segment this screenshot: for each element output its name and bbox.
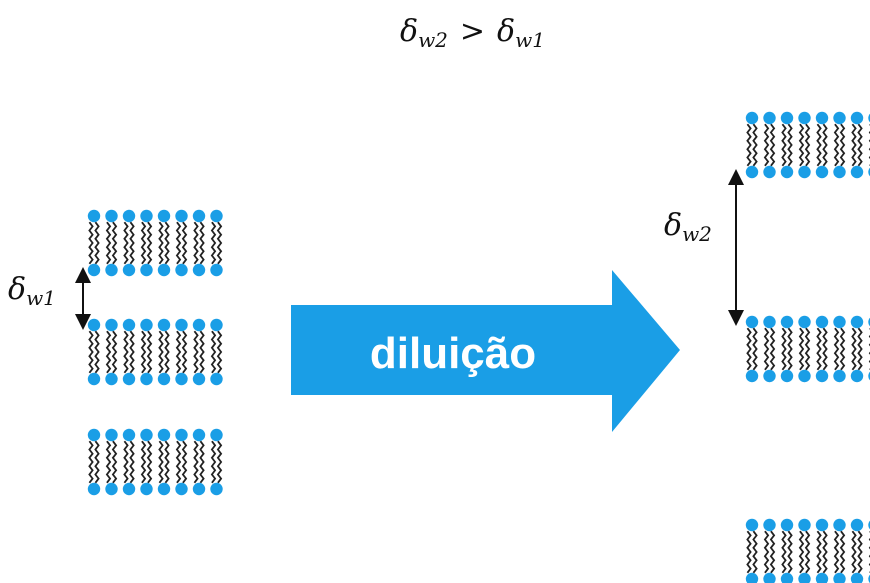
delta-w1-label: δw1 <box>8 272 56 310</box>
dilution-arrow-label: diluição <box>370 329 536 378</box>
bilayer-left-1 <box>87 209 223 277</box>
bilayer-right-2 <box>745 315 870 383</box>
title-right-subscript: w1 <box>515 28 545 52</box>
bilayer-left-3 <box>87 428 223 496</box>
delta-w2-symbol: δ <box>664 208 683 243</box>
bilayer-right-1 <box>745 111 870 179</box>
bilayer-group <box>87 111 870 583</box>
title-left-symbol: δ <box>400 14 419 49</box>
delta-w2-label: δw2 <box>664 208 712 246</box>
dilution-arrow-shape <box>291 270 680 432</box>
bilayer-left-2 <box>87 318 223 386</box>
bilayer-right-3 <box>745 518 870 583</box>
delta-w2-subscript: w2 <box>682 222 712 246</box>
title-right-symbol: δ <box>497 14 516 49</box>
title-left-subscript: w2 <box>418 28 448 52</box>
delta-w1-subscript: w1 <box>26 286 56 310</box>
diagram-title: δw2>δw1 <box>400 14 545 52</box>
delta-w1-symbol: δ <box>8 272 27 307</box>
title-operator: > <box>459 14 486 49</box>
